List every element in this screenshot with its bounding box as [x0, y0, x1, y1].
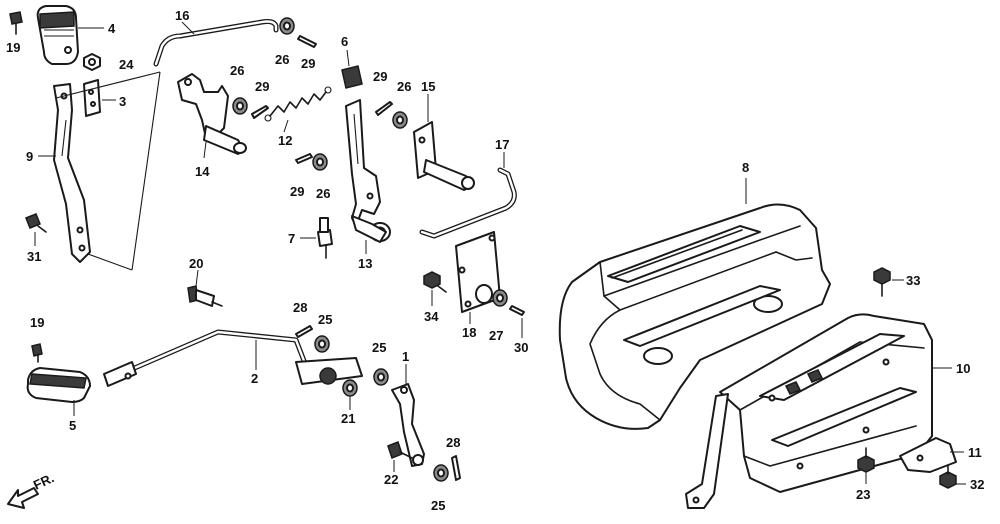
- front-direction-label: FR.: [31, 470, 56, 492]
- bolt-part-32: [939, 465, 966, 489]
- bolt-part-19-top: [9, 11, 23, 35]
- pad-part-6: [341, 49, 363, 89]
- callout-7: 7: [288, 231, 295, 246]
- plate-part-18: [455, 231, 501, 324]
- bolt-part-19-mid: [31, 343, 43, 363]
- plate-part-3: [83, 79, 116, 117]
- callout-21: 21: [341, 411, 355, 426]
- callout-2: 2: [251, 371, 258, 386]
- callout-26-a: 26: [230, 63, 244, 78]
- callout-1: 1: [402, 349, 409, 364]
- callout-13: 13: [358, 256, 372, 271]
- connector-line-top: [55, 71, 161, 99]
- washer-part-26-b: [279, 17, 295, 35]
- callout-24: 24: [119, 57, 134, 72]
- rod-part-16: [153, 19, 279, 67]
- bolt-part-33: [873, 267, 904, 297]
- callout-23: 23: [856, 487, 870, 502]
- rod-part-2: [103, 329, 363, 387]
- callout-11: 11: [968, 445, 982, 460]
- bolt-part-7: [300, 217, 333, 259]
- callout-3: 3: [119, 94, 126, 109]
- cover-part-8: [558, 178, 831, 430]
- washer-part-21: [342, 379, 358, 410]
- pin-part-29-b: [297, 35, 317, 48]
- callout-33: 33: [906, 273, 920, 288]
- callout-25-c: 25: [431, 498, 445, 513]
- bracket-part-14: [177, 73, 247, 159]
- knob-part-5: [26, 367, 91, 416]
- connector-line-bottom: [87, 253, 133, 271]
- callout-18: 18: [462, 325, 476, 340]
- lever-part-1: [391, 364, 425, 467]
- bracket-part-13: [345, 99, 391, 254]
- callout-29-d: 29: [373, 69, 387, 84]
- washer-part-25-c: [433, 464, 449, 482]
- callout-6: 6: [341, 34, 348, 49]
- spring-part-12: [264, 86, 332, 133]
- callout-9: 9: [26, 149, 33, 164]
- callout-22: 22: [384, 472, 398, 487]
- callout-28-a: 28: [293, 300, 307, 315]
- callout-25-b: 25: [372, 340, 386, 355]
- callout-17: 17: [495, 137, 509, 152]
- callout-26-d: 26: [397, 79, 411, 94]
- washer-part-26-a: [232, 97, 248, 115]
- callout-5: 5: [69, 418, 76, 433]
- bracket-part-15: [413, 94, 475, 191]
- callout-25-a: 25: [318, 312, 332, 327]
- pin-part-28-b: [451, 455, 461, 481]
- callout-28-b: 28: [446, 435, 460, 450]
- bolt-part-22: [387, 441, 413, 472]
- callout-26-c: 26: [316, 186, 330, 201]
- callout-15: 15: [421, 79, 435, 94]
- bolt-part-23: [857, 447, 875, 484]
- bolt-part-31: [25, 213, 47, 246]
- nut-part-24: [83, 53, 101, 71]
- callout-30: 30: [514, 340, 528, 355]
- callout-16: 16: [175, 8, 189, 23]
- pin-part-28-a: [295, 325, 313, 338]
- bolt-part-34: [423, 271, 447, 306]
- callout-8: 8: [742, 160, 749, 175]
- knob-part-4: [36, 5, 104, 65]
- callout-32: 32: [970, 477, 984, 492]
- callout-12: 12: [278, 133, 292, 148]
- connector-line-diagonal: [131, 71, 161, 271]
- callout-26-b: 26: [275, 52, 289, 67]
- callout-19-top: 19: [6, 40, 20, 55]
- callout-19-mid: 19: [30, 315, 44, 330]
- washer-part-27: [492, 289, 508, 307]
- lever-arm-part-9: [38, 83, 91, 263]
- callout-29-c: 29: [290, 184, 304, 199]
- pin-part-29-c: [295, 153, 313, 164]
- washer-part-25-a: [314, 335, 330, 353]
- callout-14: 14: [195, 164, 210, 179]
- callout-20: 20: [189, 256, 203, 271]
- pin-part-29-d: [375, 101, 393, 116]
- callout-29-a: 29: [255, 79, 269, 94]
- bolt-part-20: [187, 269, 223, 307]
- callout-4: 4: [108, 21, 116, 36]
- pin-part-29-a: [251, 105, 269, 119]
- plate-part-11: [899, 437, 964, 473]
- callout-34: 34: [424, 309, 439, 324]
- callout-labels: 1 2 3 4 5 6 7 8 9 10 11 12 13 14 15 16 1…: [6, 8, 984, 513]
- tray-part-10: [685, 313, 952, 509]
- callout-29-b: 29: [301, 56, 315, 71]
- washer-part-26-d: [392, 111, 408, 129]
- rod-part-17: [419, 152, 517, 239]
- callout-10: 10: [956, 361, 970, 376]
- washer-part-26-c: [312, 153, 328, 171]
- callout-27: 27: [489, 328, 503, 343]
- pin-part-30: [509, 305, 525, 338]
- washer-part-25-b: [373, 368, 389, 386]
- callout-31: 31: [27, 249, 41, 264]
- front-direction-arrow: [7, 487, 39, 509]
